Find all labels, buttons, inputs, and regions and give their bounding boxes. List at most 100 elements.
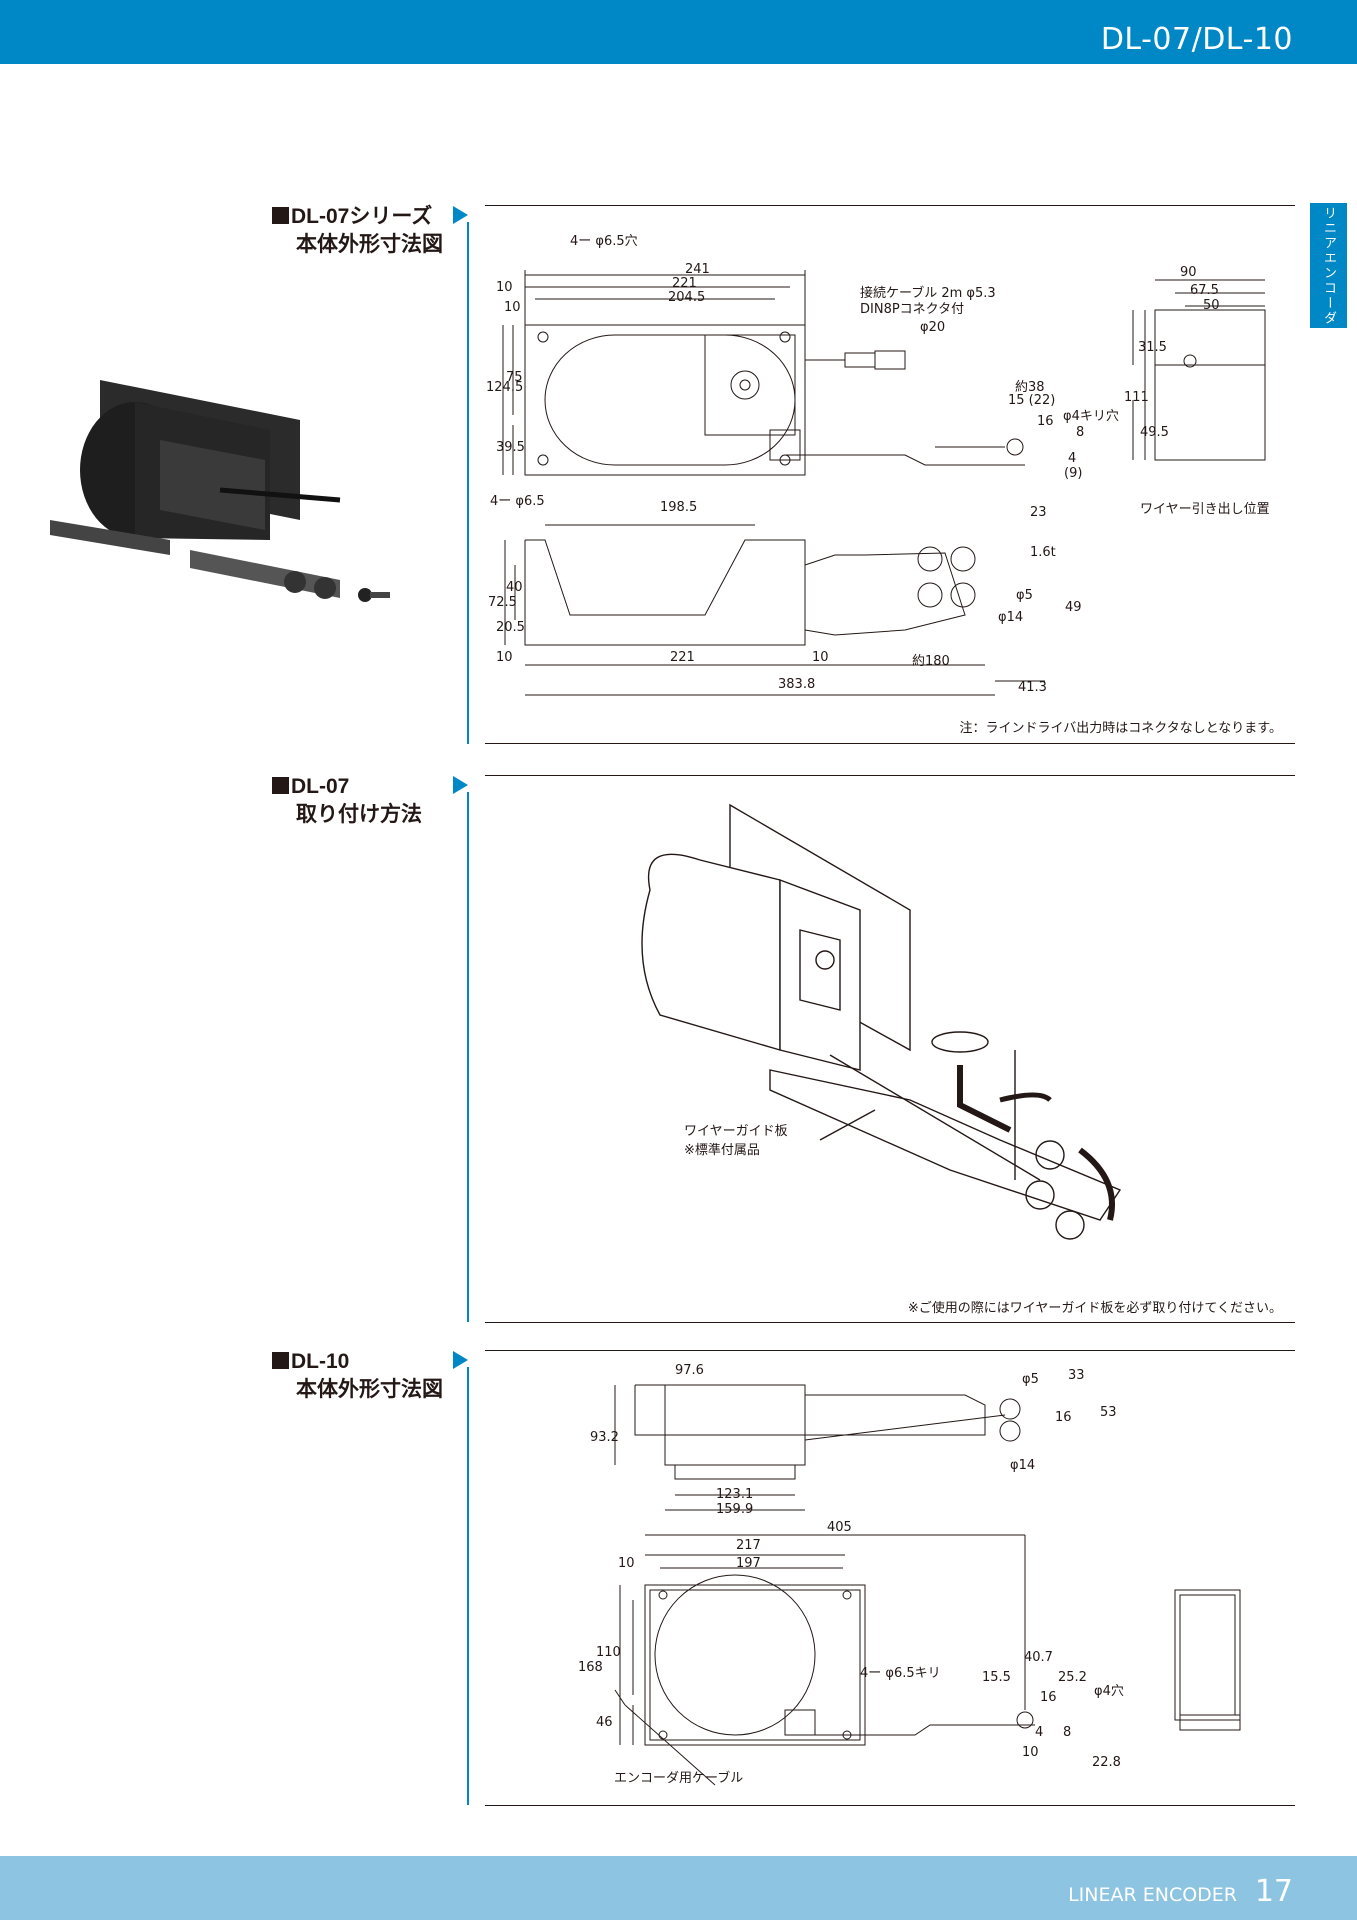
dim-20-5: 20.5	[496, 620, 525, 635]
note-line-driver: 注：ラインドライバ出力時はコネクタなしとなります。	[959, 721, 1282, 736]
dl10-dimension-drawing	[614, 1384, 1241, 1786]
dim-15-5: 15.5	[982, 1670, 1011, 1685]
dim-40-7: 40.7	[1024, 1650, 1053, 1665]
dim-110: 110	[596, 1645, 621, 1660]
dim-97-6: 97.6	[675, 1363, 704, 1378]
dim-72-5: 72.5	[488, 595, 517, 610]
dim-hole4: φ4穴	[1094, 1684, 1124, 1699]
rule-top	[485, 775, 1295, 776]
dim-159-9: 159.9	[716, 1502, 754, 1517]
dim-cable-1: 接続ケーブル 2m φ5.3	[860, 286, 996, 301]
dim-217: 217	[736, 1538, 761, 1553]
rule-bottom	[485, 743, 1295, 744]
square-bullet-icon	[272, 777, 289, 794]
dim-cable-2: DIN8Pコネクタ付	[860, 302, 965, 317]
dim-49-5: 49.5	[1140, 425, 1169, 440]
dim-16: 16	[1055, 1410, 1072, 1425]
rule-bottom	[485, 1322, 1295, 1323]
dim-31-5: 31.5	[1138, 340, 1167, 355]
dim-16: 16	[1037, 414, 1054, 429]
section-heading-dl07-mounting: DL-07 取り付け方法	[272, 773, 422, 829]
dim-phi20: φ20	[920, 320, 946, 335]
footer-band: LINEAR ENCODER 17	[0, 1856, 1357, 1920]
dim-168: 168	[578, 1660, 603, 1675]
dim-4: 4	[1068, 451, 1077, 466]
dim-41-3: 41.3	[1018, 680, 1047, 695]
dim-10b: 10	[504, 300, 521, 315]
triangle-arrow-icon	[453, 206, 468, 224]
dim-39-5: 39.5	[496, 440, 525, 455]
dim-phi14: φ14	[998, 610, 1024, 625]
section-subtitle: 本体外形寸法図	[296, 233, 443, 256]
triangle-arrow-icon	[453, 776, 468, 794]
square-bullet-icon	[272, 207, 289, 224]
section-heading-dl10: DL-10 本体外形寸法図	[272, 1348, 443, 1404]
dl07-dimension-drawing	[502, 270, 1266, 696]
dim-15-22: 15 (22)	[1008, 393, 1056, 408]
dim-holes: 4ー φ6.5キリ	[860, 1666, 941, 1681]
dim-wire-position: ワイヤー引き出し位置	[1140, 502, 1270, 517]
dim-16b: 16	[1040, 1690, 1057, 1705]
dim-67-5: 67.5	[1190, 283, 1219, 298]
mounting-illustration	[641, 803, 1122, 1240]
dim-383-8: 383.8	[778, 677, 816, 692]
callout-line-1: ワイヤーガイド板	[684, 1124, 788, 1139]
model-title: DL-07/DL-10	[1100, 22, 1293, 57]
dim-8: 8	[1076, 425, 1085, 440]
section-title: DL-07シリーズ	[291, 205, 433, 228]
dim-phi5: φ5	[1016, 588, 1033, 603]
rule-top	[485, 205, 1295, 206]
dim-8: 8	[1063, 1725, 1072, 1740]
dim-approx180: 約180	[912, 654, 950, 669]
page-number: 17	[1254, 1874, 1293, 1909]
dim-49: 49	[1065, 600, 1082, 615]
disc-cover	[544, 334, 796, 466]
rule-bottom	[485, 1805, 1295, 1806]
dim-33: 33	[1068, 1368, 1085, 1383]
dim-53: 53	[1100, 1405, 1117, 1420]
square-bullet-icon	[272, 1352, 289, 1369]
callout-guide-plate: ワイヤーガイド板 ※標準付属品	[684, 1120, 788, 1158]
dim-46: 46	[596, 1715, 613, 1730]
side-tab-linear-encoder: リニアエンコーダ	[1310, 203, 1347, 328]
dim-hole-bottom: 4ー φ6.5	[490, 494, 545, 509]
dim-111: 111	[1124, 390, 1149, 405]
dim-93-2: 93.2	[590, 1430, 619, 1445]
encoder-box	[704, 334, 796, 436]
section-divider-vertical	[467, 1367, 469, 1805]
section-title: DL-07	[291, 775, 350, 798]
note-guide-plate: ※ご使用の際にはワイヤーガイド板を必ず取り付けてください。	[907, 1301, 1282, 1316]
dim-phi14: φ14	[1010, 1458, 1036, 1473]
dim-cable: エンコーダ用ケーブル	[614, 1771, 744, 1786]
dl10-dim-labels: 97.6 93.2 φ5 33 16 53 φ14 123.1 159.9 40…	[0, 0, 1357, 1786]
dim-405: 405	[827, 1520, 852, 1535]
triangle-arrow-icon	[453, 1351, 468, 1369]
header-band: DL-07/DL-10	[0, 0, 1357, 64]
dim-10a: 10	[496, 280, 513, 295]
dim-241: 241	[685, 262, 710, 277]
dim-hole4: φ4キリ穴	[1063, 409, 1119, 424]
dim-b10a: 10	[496, 650, 513, 665]
section-heading-dl07-series: DL-07シリーズ 本体外形寸法図	[272, 203, 443, 259]
dim-b10b: 10	[812, 650, 829, 665]
dim-221: 221	[672, 276, 697, 291]
dim-10a: 10	[618, 1556, 635, 1571]
dim-10b: 10	[1022, 1745, 1039, 1760]
section-divider-vertical	[467, 222, 469, 744]
dim-40: 40	[506, 580, 523, 595]
dim-b221: 221	[670, 650, 695, 665]
dim-198-5: 198.5	[660, 500, 698, 515]
dim-1-6t: 1.6t	[1030, 545, 1056, 560]
section-subtitle: 本体外形寸法図	[296, 1378, 443, 1401]
dim-hole-top: 4ー φ6.5穴	[570, 234, 638, 249]
body-outline	[524, 324, 806, 476]
dim-9: (9)	[1064, 466, 1083, 481]
product-photo-dl07	[50, 380, 390, 602]
dl07-dim-labels: 4ー φ6.5穴 241 221 204.5 10 10 124.5 75 39…	[0, 0, 1357, 695]
dim-phi5: φ5	[1022, 1372, 1039, 1387]
dim-124-5: 124.5	[486, 380, 524, 395]
dim-90: 90	[1180, 265, 1197, 280]
callout-line-2: ※標準付属品	[684, 1143, 760, 1158]
footer-label: LINEAR ENCODER	[1068, 1884, 1237, 1906]
dim-197: 197	[736, 1556, 761, 1571]
